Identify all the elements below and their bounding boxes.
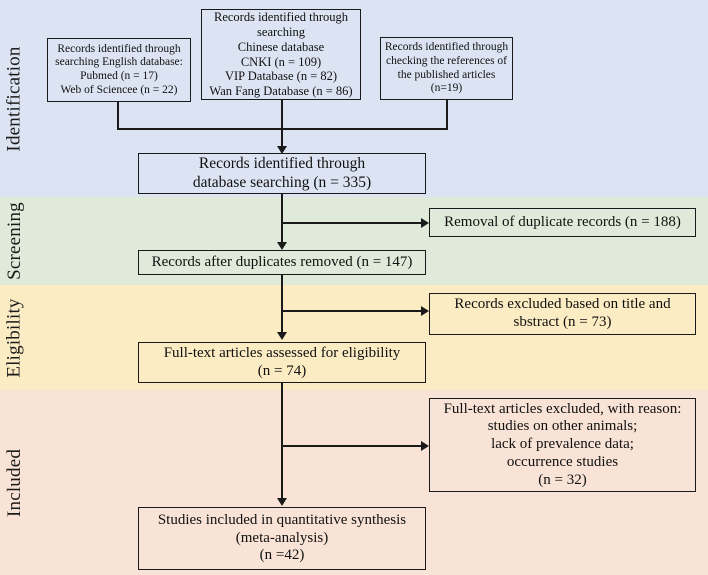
node-studies-included-line-3: (n =42) [259,547,305,564]
node-reference-checking-line-1: Records identified through [384,41,509,54]
node-fulltext-excluded-line-1: Full-text articles excluded, with reason… [443,400,682,417]
connector-reference-stub [446,100,448,129]
node-chinese-database: Records identified through searching Chi… [201,9,361,100]
arrowhead-to-excluded-title-abstract [421,306,429,316]
node-fulltext-excluded-line-3: lack of prevalence data; [491,436,634,453]
arrowhead-to-records-identified [277,146,287,154]
arrowhead-to-duplicates-removed [421,218,429,228]
node-english-database: Records identified through searching Eng… [47,38,191,102]
node-fulltext-assessed-line-1: Full-text articles assessed for eligibil… [163,344,401,361]
connector-records-to-screening [281,194,283,247]
node-chinese-database-line-1: Records identified through [214,10,348,25]
node-studies-included: Studies included in quantitative synthes… [138,507,426,570]
node-excluded-title-abstract-line-2: sbstract (n = 73) [513,314,612,330]
node-english-database-line-1: Records identified through [57,42,181,55]
node-studies-included-line-1: Studies included in quantitative synthes… [157,511,407,528]
arrowhead-to-fulltext-excluded [421,441,429,451]
node-chinese-database-line-5: VIP Database (n = 82) [224,69,338,84]
node-chinese-database-line-4: CNKI (n = 109) [240,54,322,69]
connector-chinese-db-stub [281,100,283,129]
node-fulltext-excluded-line-5: (n = 32) [538,471,587,488]
node-excluded-title-abstract: Records excluded based on title and sbst… [429,293,696,335]
node-duplicates-removed: Removal of duplicate records (n = 188) [429,208,696,237]
node-records-after-duplicates: Records after duplicates removed (n = 14… [138,250,426,275]
node-english-database-line-2: searching English database: [55,56,183,69]
node-excluded-title-abstract-line-1: Records excluded based on title and [454,296,671,313]
connector-screening-to-eligibility [281,274,283,336]
node-records-identified-line-2: database searching (n = 335) [192,173,372,191]
node-chinese-database-line-3: Chinese database [237,39,325,54]
connector-branch-fulltext-excluded [281,445,423,447]
node-records-identified: Records identified through database sear… [138,153,426,194]
node-records-identified-line-1: Records identified through [198,155,366,173]
connector-english-db-stub [117,102,119,129]
node-chinese-database-line-6: Wan Fang Database (n = 86) [209,84,353,98]
arrowhead-to-studies-included [277,498,287,506]
node-fulltext-excluded-line-2: studies on other animals; [487,418,638,435]
node-fulltext-excluded: Full-text articles excluded, with reason… [429,398,696,492]
node-fulltext-assessed: Full-text articles assessed for eligibil… [138,342,426,383]
arrowhead-to-records-after-duplicates [277,242,287,250]
connector-branch-excluded-title [281,310,423,312]
connector-branch-duplicates [281,222,423,224]
node-english-database-line-3: Pubmed (n = 17) [80,70,158,82]
node-fulltext-assessed-line-2: (n = 74) [257,362,307,379]
node-records-after-duplicates-line-1: Records after duplicates removed (n = 14… [151,253,413,270]
connector-merge-to-records [281,128,283,150]
node-studies-included-line-2: (meta-analysis) [235,529,329,546]
connector-eligibility-to-included [281,383,283,502]
node-reference-checking-line-3: the published articles [397,68,496,81]
node-reference-checking-line-2: checking the references of [386,54,507,67]
node-reference-checking-line-4: (n=19) [430,82,463,95]
node-fulltext-excluded-line-4: occurrence studies [506,453,619,470]
arrowhead-to-fulltext-assessed [277,332,287,340]
node-chinese-database-line-2: searching [257,25,305,39]
node-english-database-line-4: Web of Sciencee (n = 22) [60,83,178,96]
node-reference-checking: Records identified through checking the … [380,37,513,100]
node-duplicates-removed-line-1: Removal of duplicate records (n = 188) [444,213,681,230]
